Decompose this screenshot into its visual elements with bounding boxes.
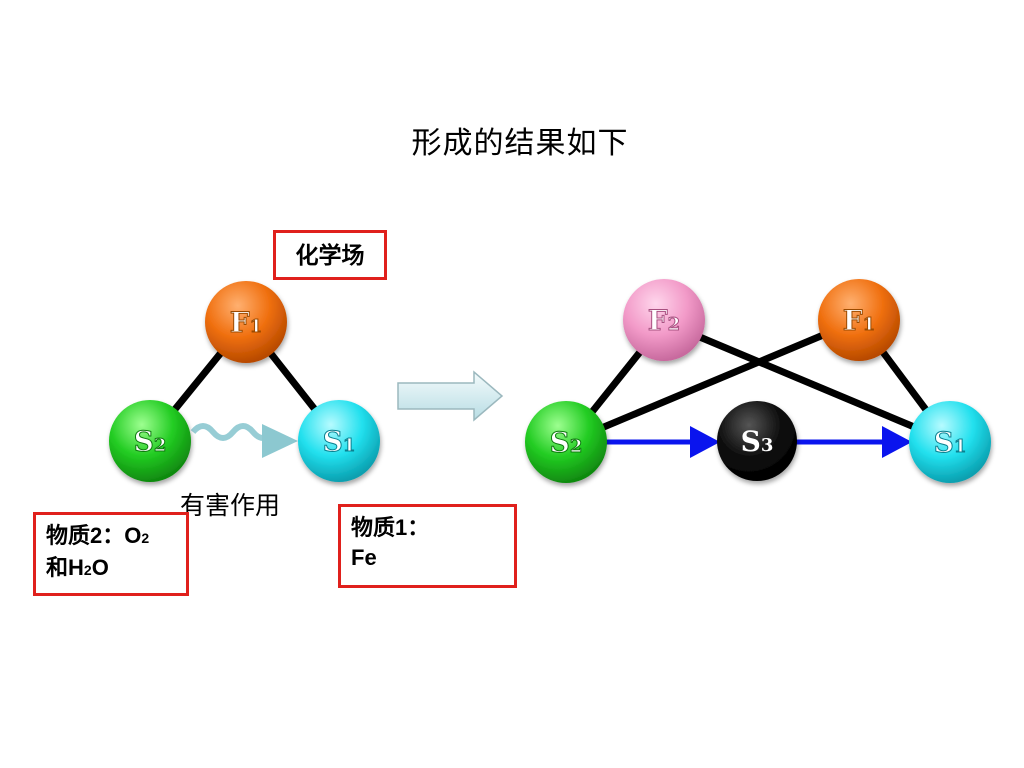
material1-line1: 物质1：	[351, 515, 430, 540]
chemical-field-label: 化学场	[273, 230, 387, 280]
svg-text:S2: S2	[134, 425, 167, 458]
right-node-s3: S3	[717, 401, 797, 481]
edge-f2-s1	[662, 318, 952, 446]
material1-box: 物质1： Fe	[338, 504, 517, 588]
material2-box: 物质2：O2 和H2O	[33, 512, 189, 596]
svg-text:S1: S1	[934, 426, 967, 459]
right-node-f1: F1	[818, 279, 900, 361]
o2-subscript: 2	[141, 530, 150, 546]
material1-line2: Fe	[351, 545, 377, 570]
left-node-s2: S2	[109, 400, 191, 482]
transition-arrow	[397, 370, 504, 422]
arrow-s2-s3-head	[690, 426, 720, 458]
svg-text:S1: S1	[323, 425, 356, 458]
svg-text:F1: F1	[843, 304, 875, 337]
water-prefix: 和H	[46, 555, 84, 580]
harmful-wave-arrowhead	[262, 424, 298, 458]
right-node-f2: F2	[623, 279, 705, 361]
svg-text:F2: F2	[648, 304, 680, 337]
left-node-f1: F1	[205, 281, 287, 363]
right-node-s2: S2	[525, 401, 607, 483]
svg-text:S3: S3	[741, 425, 774, 458]
material2-prefix: 物质2：O	[46, 523, 142, 548]
svg-text:S2: S2	[550, 426, 583, 459]
chemical-field-text: 化学场	[295, 242, 365, 268]
svg-text:F1: F1	[230, 306, 262, 339]
left-node-s1: S1	[298, 400, 380, 482]
edge-f1-s2-right	[566, 316, 861, 446]
harmful-wave-arrow	[190, 423, 276, 441]
arrow-s3-s1-head	[882, 426, 912, 458]
slide-title: 形成的结果如下	[411, 127, 629, 160]
right-node-s1: S1	[909, 401, 991, 483]
harmful-action-label: 有害作用	[180, 492, 281, 520]
h2o-subscript: 2	[83, 562, 92, 578]
water-suffix: O	[91, 555, 109, 580]
material2-line2: 和H2O	[46, 553, 186, 585]
material2-line1: 物质2：O2	[46, 521, 186, 553]
